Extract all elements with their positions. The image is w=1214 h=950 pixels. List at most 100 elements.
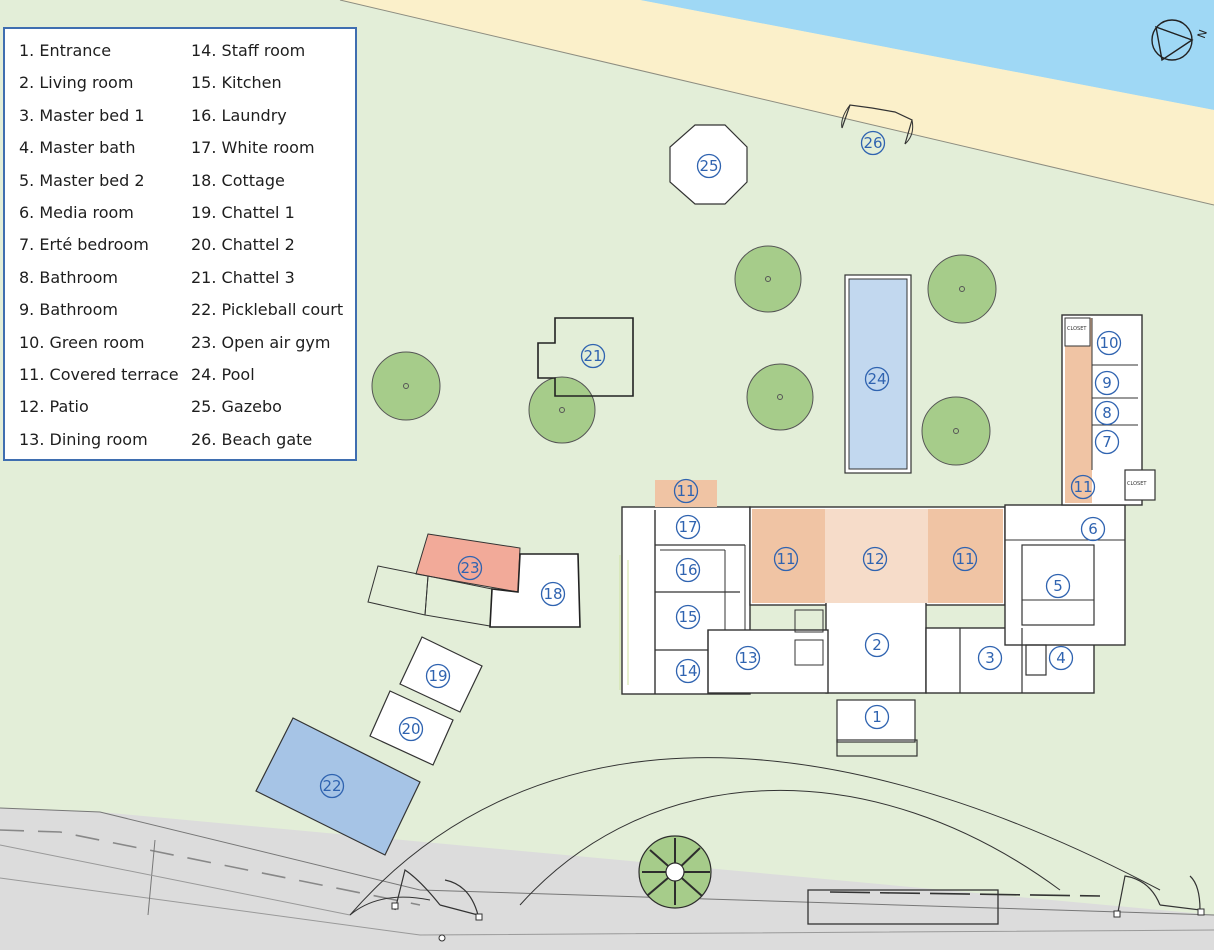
marker-circle	[735, 645, 761, 671]
marker-circle	[977, 645, 1003, 671]
marker-label: 24	[867, 370, 886, 388]
legend-column-1: 1. Entrance 2. Living room 3. Master bed 1…	[19, 38, 179, 459]
marker-circle	[540, 581, 566, 607]
legend-item-1: 1. Entrance	[19, 41, 112, 60]
marker-circle	[398, 716, 424, 742]
marker-label: 11	[776, 550, 795, 568]
closet-label-b: CLOSET	[1127, 481, 1147, 487]
marker-label: 1	[872, 708, 882, 726]
marker-circle	[1094, 370, 1120, 396]
marker-circle	[1048, 645, 1074, 671]
legend-item-8: 8. Bathroom	[19, 267, 118, 287]
legend-panel: 1. Entrance 2. Living room 3. Master bed 1…	[3, 27, 357, 461]
legend-item-26: 26. Beach gate	[191, 429, 313, 449]
legend-item-3: 3. Master bed 1	[19, 105, 145, 125]
legend-item-5: 5. Master bed 2	[19, 170, 145, 190]
marker-label: 22	[322, 777, 341, 795]
marker-label: 8	[1102, 404, 1112, 422]
legend-item-20: 20. Chattel 2	[191, 235, 295, 255]
marker-circle	[862, 546, 888, 572]
marker-circle	[864, 704, 890, 730]
marker-label: 7	[1102, 433, 1112, 451]
chattel-2	[369, 690, 454, 766]
marker-circle	[1094, 400, 1120, 426]
legend-column-2: 14. Staff room 15. Kitchen 16. Laundry 17. …	[191, 38, 343, 459]
legend-item-15: 15. Kitchen	[191, 73, 282, 93]
marker-circle	[675, 658, 701, 684]
legend-item-23: 23. Open air gym	[191, 332, 331, 352]
gazebo	[669, 124, 748, 205]
legend-item-18: 18. Cottage	[191, 170, 285, 190]
legend-item-14: 14. Staff room	[191, 41, 306, 60]
marker-label: 3	[985, 649, 995, 667]
marker-circle	[673, 478, 699, 504]
road	[0, 808, 1214, 950]
marker-circle	[864, 632, 890, 658]
closet-label-a: CLOSET	[1067, 326, 1087, 332]
garden-trees	[371, 245, 997, 466]
marker-label: 16	[678, 561, 697, 579]
legend-item-10: 10. Green room	[19, 332, 145, 352]
legend-item-2: 2. Living room	[19, 73, 134, 93]
marker-circle	[580, 343, 606, 369]
marker-circle	[1080, 516, 1106, 542]
legend-item-11: 11. Covered terrace	[19, 364, 179, 384]
marker-label: 23	[460, 559, 479, 577]
marker-circle	[1045, 573, 1071, 599]
marker-circle	[864, 366, 890, 392]
marker-label: 10	[1099, 334, 1118, 352]
chattel-1	[399, 636, 483, 713]
marker-label: 21	[583, 347, 602, 365]
marker-circle	[457, 555, 483, 581]
marker-label: 2	[872, 636, 882, 654]
marker-label: 6	[1088, 520, 1098, 538]
legend-item-25: 25. Gazebo	[191, 397, 282, 417]
marker-label: 13	[738, 649, 757, 667]
marker-label: 5	[1053, 577, 1063, 595]
marker-label: 11	[676, 482, 695, 500]
marker-label: 20	[401, 720, 420, 738]
driveway-arc	[349, 757, 1161, 916]
marker-circle	[1094, 429, 1120, 455]
marker-circle	[1070, 474, 1096, 500]
marker-label: 25	[699, 157, 718, 175]
front-tree	[638, 835, 712, 909]
legend-item-12: 12. Patio	[19, 397, 89, 417]
marker-circle	[675, 514, 701, 540]
legend-item-6: 6. Media room	[19, 202, 134, 222]
legend-item-13: 13. Dining room	[19, 429, 148, 449]
marker-label: 15	[678, 608, 697, 626]
legend-item-17: 17. White room	[191, 138, 315, 158]
marker-circle	[952, 546, 978, 572]
marker-circle	[675, 604, 701, 630]
marker-label: 11	[955, 550, 974, 568]
marker-circle	[425, 663, 451, 689]
legend-item-4: 4. Master bath	[19, 138, 136, 158]
marker-label: 19	[428, 667, 447, 685]
legend-item-22: 22. Pickleball court	[191, 300, 344, 320]
marker-circle	[319, 773, 345, 799]
marker-label: 26	[863, 134, 882, 152]
legend-item-16: 16. Laundry	[191, 105, 287, 125]
cottage	[489, 553, 581, 628]
legend-item-21: 21. Chattel 3	[191, 267, 295, 287]
legend-item-24: 24. Pool	[191, 364, 255, 384]
marker-label: 11	[1073, 478, 1092, 496]
east-wing: CLOSET CLOSET	[1061, 314, 1156, 506]
marker-label: 18	[543, 585, 562, 603]
legend-item-19: 19. Chattel 1	[191, 202, 295, 222]
marker-circle	[696, 153, 722, 179]
marker-label: 9	[1102, 374, 1112, 392]
front-gate-right	[1117, 875, 1201, 913]
pickleball-court	[255, 717, 421, 856]
legend-item-7: 7. Erté bedroom	[19, 235, 149, 255]
marker-label: 14	[678, 662, 697, 680]
legend-item-9: 9. Bathroom	[19, 300, 118, 320]
marker-label: 12	[865, 550, 884, 568]
marker-circle	[860, 130, 886, 156]
marker-circle	[773, 546, 799, 572]
marker-label: 4	[1056, 649, 1066, 667]
beach-gate	[841, 104, 914, 145]
